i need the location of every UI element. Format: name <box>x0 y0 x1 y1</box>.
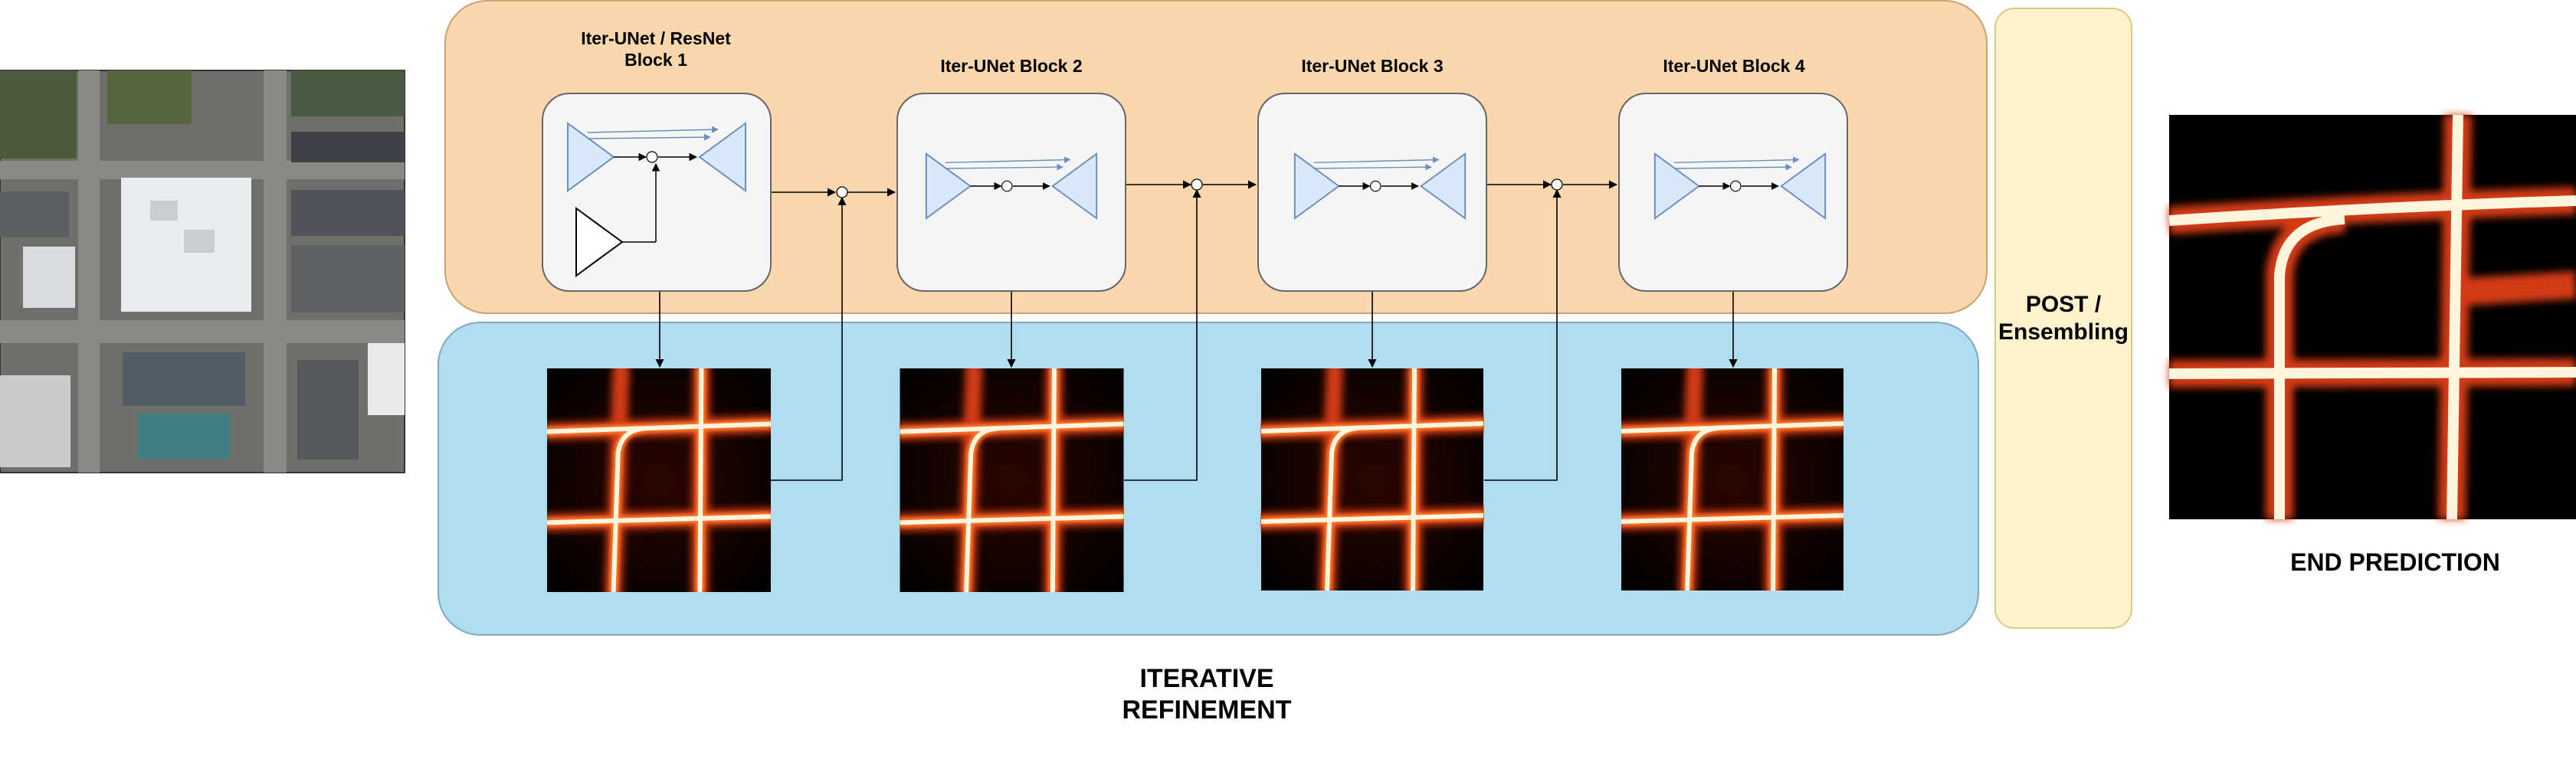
final-prediction-map <box>2168 114 2576 520</box>
block-4-title: Iter-UNet Block 4 <box>1663 56 1805 76</box>
post-ensembling-panel <box>1994 8 2132 629</box>
block-1-title: Iter-UNet / ResNet Block 1 <box>581 28 731 70</box>
resnet-encoder-glyph <box>575 162 660 277</box>
block-3-title: Iter-UNet Block 3 <box>1301 56 1444 76</box>
end-prediction-label: END PREDICTION <box>2290 548 2500 576</box>
prediction-map-2 <box>900 368 1124 592</box>
input-satellite-image <box>0 70 405 473</box>
prediction-map-3 <box>1261 368 1483 591</box>
prediction-map-1 <box>547 368 771 592</box>
post-ensembling-label: POST / Ensembling <box>1998 292 2129 345</box>
block-2-title: Iter-UNet Block 2 <box>940 56 1083 76</box>
prediction-map-4 <box>1621 368 1844 591</box>
iterative-refinement-label: ITERATIVE REFINEMENT <box>1122 664 1292 725</box>
